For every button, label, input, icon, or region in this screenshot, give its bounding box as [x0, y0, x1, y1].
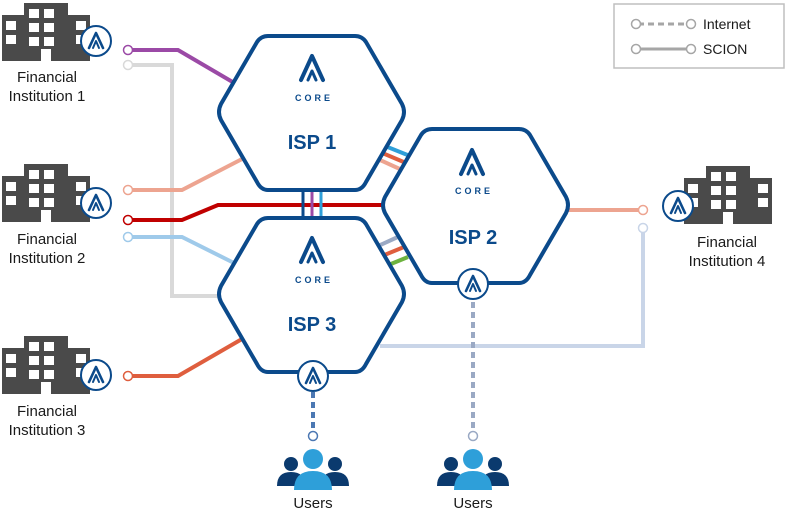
institution-3-badge-icon [79, 358, 113, 392]
internet-line-isp3-fi4 [380, 228, 645, 348]
institution-4-building-icon [684, 166, 772, 224]
legend-box [613, 3, 785, 69]
isp-2-node: CORE ISP 2 [381, 127, 570, 301]
institution-2: Financial Institution 2 [2, 164, 113, 267]
endpoint-users-isp3 [307, 430, 319, 442]
users-1-label: Users [293, 495, 332, 512]
endpoint-fi2-red [122, 214, 134, 226]
legend-scion-dot-left [630, 43, 642, 55]
legend: Internet SCION [613, 3, 785, 69]
endpoints [122, 44, 649, 442]
isp-3-node: CORE ISP 3 [217, 216, 406, 393]
institution-1-label-line1: Financial [17, 69, 77, 86]
institution-4-label-line2: Institution 4 [689, 253, 766, 270]
isp-1-node: CORE ISP 1 [217, 34, 406, 192]
isp-2-users-badge-icon [456, 267, 490, 301]
internet-line-fi1 [128, 63, 224, 298]
users-2-label: Users [453, 495, 492, 512]
scion-line-fi2-isp3 [128, 235, 237, 266]
users-group-2: Users [437, 449, 509, 512]
endpoint-fi2-salmon [122, 184, 134, 196]
institution-2-badge-icon [79, 186, 113, 220]
endpoint-fi4-internet [637, 222, 649, 234]
legend-internet-dot-right [685, 18, 697, 30]
isp-1-label: ISP 1 [288, 132, 337, 154]
scion-line-fi3-isp3 [128, 337, 244, 378]
isp-3-core-label: CORE [295, 275, 333, 285]
institution-3: Financial Institution 3 [2, 336, 113, 439]
legend-scion-label: SCION [703, 41, 747, 57]
isp-1-hexagon [217, 34, 406, 192]
institution-1-label-line2: Institution 1 [9, 88, 86, 105]
institution-1-badge-icon [79, 24, 113, 58]
endpoint-fi2-lightblue [122, 231, 134, 243]
endpoint-fi3-orange [122, 370, 134, 382]
institution-2-building-icon [2, 164, 90, 222]
link-isp3-isp2-slate [377, 234, 401, 248]
isp-2-label: ISP 2 [449, 227, 498, 249]
users-group-1: Users [277, 449, 349, 512]
institution-2-label-line1: Financial [17, 231, 77, 248]
institution-1-building-icon [2, 3, 90, 61]
scion-line-fi1-isp1 [128, 48, 238, 86]
connections [128, 48, 645, 432]
endpoint-users-isp2 [467, 430, 479, 442]
link-isp1-isp2-salmon [379, 158, 403, 172]
isp-2-core-label: CORE [455, 186, 493, 196]
institution-3-label-line1: Financial [17, 403, 77, 420]
endpoint-fi4-salmon [637, 204, 649, 216]
legend-scion-dot-right [685, 43, 697, 55]
institution-4-label-line1: Financial [697, 234, 757, 251]
users-2-icon [437, 449, 509, 490]
institution-4-badge-icon [661, 189, 695, 223]
institution-3-building-icon [2, 336, 90, 394]
endpoint-fi1-internet [122, 59, 134, 71]
institution-1: Financial Institution 1 [2, 3, 113, 105]
institution-3-label-line2: Institution 3 [9, 422, 86, 439]
endpoint-fi1-purple [122, 44, 134, 56]
isp-2-hexagon [381, 127, 570, 285]
isp-3-label: ISP 3 [288, 314, 337, 336]
isp-3-hexagon [217, 216, 406, 374]
isp-1-core-label: CORE [295, 93, 333, 103]
users-1-icon [277, 449, 349, 490]
isp-3-users-badge-icon [296, 359, 330, 393]
legend-internet-dot-left [630, 18, 642, 30]
scion-line-fi2-isp1 [128, 156, 245, 192]
institution-4: Financial Institution 4 [661, 166, 772, 270]
legend-internet-label: Internet [703, 16, 751, 32]
institution-2-label-line2: Institution 2 [9, 250, 86, 267]
